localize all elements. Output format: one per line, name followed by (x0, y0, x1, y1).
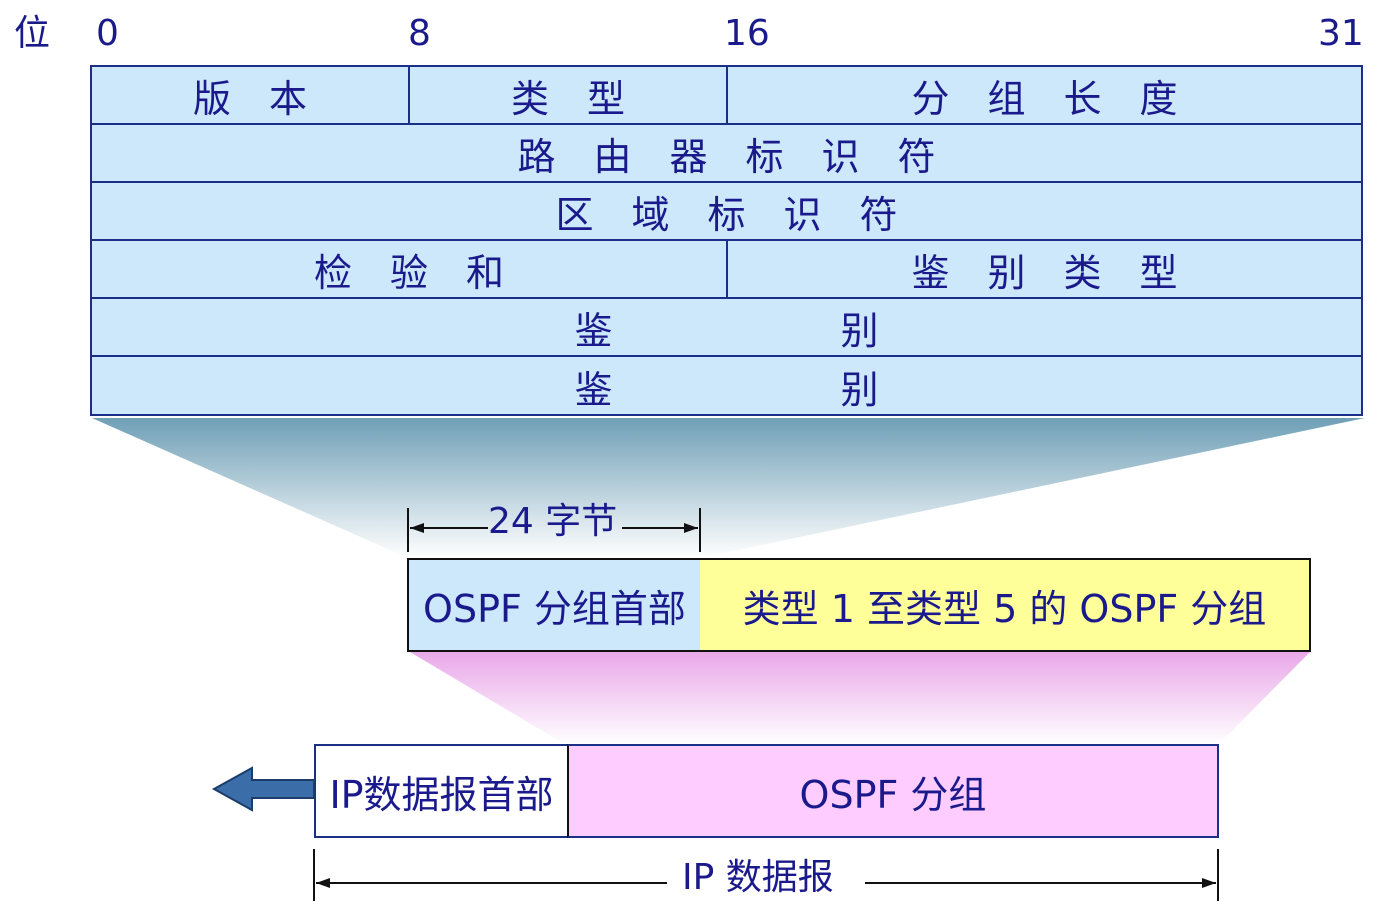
ospf-header-format: 版 本 类 型 分 组 长 度 路 由 器 标 识 符 区 域 标 识 符 检 … (90, 65, 1363, 416)
field-authentication-2: 鉴 别 (574, 367, 879, 412)
ip-datagram-dimension (313, 849, 1219, 901)
field-version: 版 本 (92, 67, 410, 123)
left-arrow-icon (211, 766, 315, 812)
bit-tick-0: 0 (96, 13, 119, 54)
field-checksum: 检 验 和 (92, 241, 728, 297)
ospf-projection (410, 652, 1310, 745)
ip-header-box: IP数据报首部 (314, 744, 569, 838)
bit-tick-8: 8 (408, 13, 431, 54)
field-packet-length: 分 组 长 度 (911, 76, 1178, 121)
ip-body-box: OSPF 分组 (567, 744, 1219, 838)
row-version-type-length: 版 本 类 型 分 组 长 度 (92, 67, 1361, 125)
field-auth-type: 鉴 别 类 型 (911, 250, 1178, 295)
header-size-label: 24 字节 (488, 501, 618, 542)
field-authentication-1: 鉴 别 (574, 308, 879, 353)
field-type: 类 型 (410, 67, 728, 123)
ospf-header-box: OSPF 分组首部 (407, 558, 702, 652)
bit-tick-31: 31 (1318, 13, 1364, 54)
row-area-id: 区 域 标 识 符 (92, 183, 1361, 241)
bit-axis-label: 位 (14, 13, 51, 54)
header-projection (92, 418, 1365, 558)
row-authentication-1: 鉴 别 (92, 299, 1361, 357)
row-checksum-authtype: 检 验 和 鉴 别 类 型 (92, 241, 1361, 299)
ip-datagram-label: IP 数据报 (682, 857, 834, 898)
header-size-dimension (407, 508, 701, 552)
field-area-id: 区 域 标 识 符 (555, 192, 898, 237)
row-authentication-2: 鉴 别 (92, 357, 1361, 415)
bit-tick-16: 16 (724, 13, 770, 54)
ospf-body-box: 类型 1 至类型 5 的 OSPF 分组 (700, 558, 1311, 652)
row-router-id: 路 由 器 标 识 符 (92, 125, 1361, 183)
field-router-id: 路 由 器 标 识 符 (517, 134, 936, 179)
